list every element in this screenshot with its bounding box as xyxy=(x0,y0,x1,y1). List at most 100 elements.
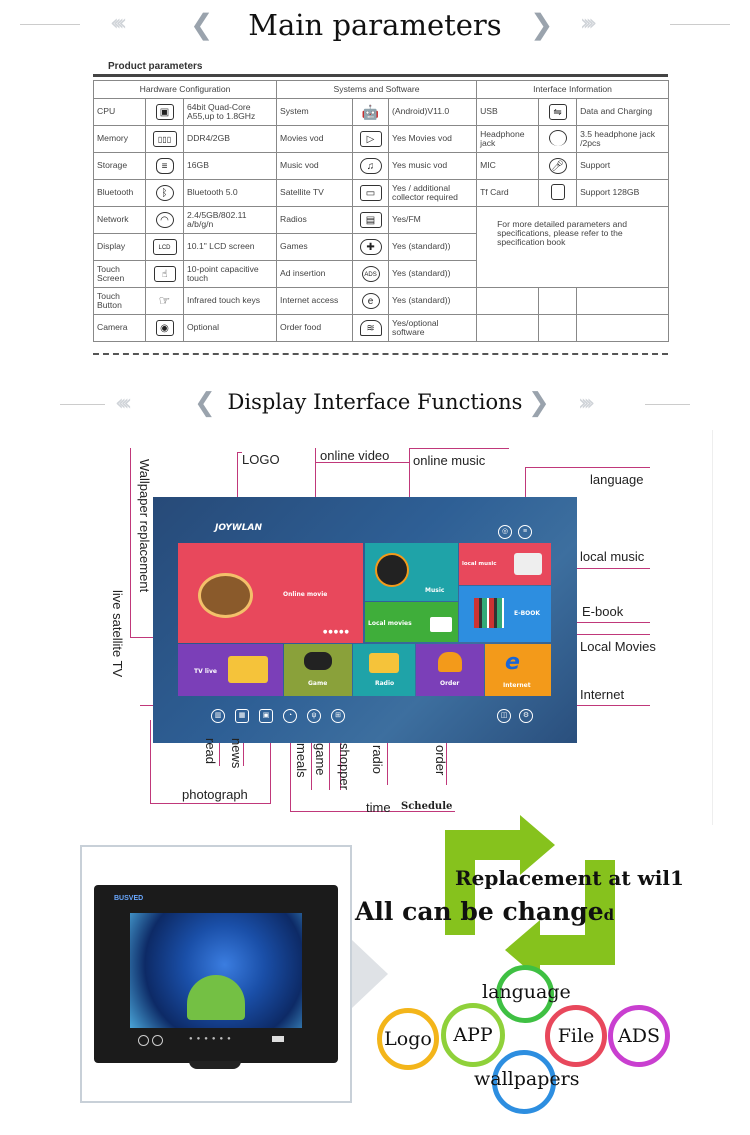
chevron2-right-decor: ›››› xyxy=(578,391,595,416)
callout-local-movies: Local Movies xyxy=(580,639,656,654)
ads-icon: ADS xyxy=(361,266,380,282)
callout-logo: LOGO xyxy=(242,452,280,467)
callout-line-online-video xyxy=(315,448,316,538)
main-parameters-title: Main parameters xyxy=(248,8,502,42)
power-button-icon[interactable] xyxy=(138,1035,149,1046)
tile-local-movies[interactable]: Local movies xyxy=(365,602,458,642)
callout-line-game xyxy=(329,720,330,790)
tile-tv-live[interactable]: TV live xyxy=(178,644,283,696)
table-row: Network ◠ 2.4/5GB/802.11 a/b/g/n Radios … xyxy=(93,206,670,261)
shopper-icon[interactable]: ⊞ xyxy=(331,709,345,723)
callout-live-tv: live satellite TV xyxy=(110,590,125,678)
callout-news: news xyxy=(229,738,244,769)
controller-icon xyxy=(304,652,332,670)
table-row: Camera ◉ Optional Order food ≋ Yes/optio… xyxy=(93,314,670,342)
callout-meals: meals xyxy=(294,743,309,778)
touch-keys-row[interactable]: ●●●●●● xyxy=(189,1036,235,1042)
callout-internet: Internet xyxy=(580,687,625,702)
chevron2-right-big-decor: ❯ xyxy=(528,388,550,418)
tv-set-icon xyxy=(228,656,268,683)
replace-arrows-icon xyxy=(445,815,615,980)
table-row: Storage ≡ 16GB Music vod ♫ Yes music vod… xyxy=(93,152,670,180)
callout-line-language-h xyxy=(525,467,650,468)
title-line-left xyxy=(20,24,80,25)
apps-icon[interactable]: ◫ xyxy=(497,709,511,723)
tile-order[interactable]: Order xyxy=(416,644,484,696)
callout-line-online-video-h xyxy=(315,462,410,463)
chevron-right-decor: ›››› xyxy=(580,11,597,36)
callout-line-shopper xyxy=(340,720,341,790)
storage-icon: ≡ xyxy=(155,158,174,174)
interface-screen: JOYWLAN ◎ ≡ Online movie ●●●●● Music Loc… xyxy=(153,497,577,743)
books-icon xyxy=(474,598,504,628)
callout-order: order xyxy=(433,745,448,776)
cpu-icon: ▣ xyxy=(155,104,174,120)
callout-online-music: online music xyxy=(413,453,486,468)
spec-note: For more detailed parameters and specifi… xyxy=(476,206,670,261)
circle-app: APP xyxy=(441,1003,505,1067)
internet-icon: e xyxy=(361,293,380,309)
film-reel-icon xyxy=(198,573,253,618)
callout-line-wallpaper xyxy=(130,448,131,638)
sd-card-icon xyxy=(550,183,565,200)
callout-line-internet xyxy=(540,705,650,706)
usb-port-icon xyxy=(272,1036,284,1042)
parameter-table: Hardware Configuration Systems and Softw… xyxy=(92,80,670,342)
android-mascot-icon xyxy=(187,975,245,1020)
tile-ebook[interactable]: E-BOOK xyxy=(459,586,551,642)
gallery-icon[interactable]: ◎ xyxy=(498,525,512,539)
headphone-icon xyxy=(548,129,567,146)
video-play-icon: ▷ xyxy=(359,131,382,147)
callout-line-read xyxy=(219,720,220,766)
food-icon: ≋ xyxy=(359,320,382,336)
dashed-divider xyxy=(93,353,668,355)
callout-read: read xyxy=(203,738,218,765)
bluetooth-icon: ᛒ xyxy=(155,185,174,201)
tile-radio[interactable]: Radio xyxy=(353,644,415,696)
brand-logo: JOYWLAN xyxy=(215,523,263,533)
tile-music[interactable]: Music xyxy=(365,543,458,601)
home-button-icon[interactable] xyxy=(152,1035,163,1046)
device-stand xyxy=(189,1061,241,1069)
time-schedule-icon[interactable]: ◔ xyxy=(283,709,297,723)
table-row: CPU ▣ 64bit Quad-Core A55,up to 1.8GHz S… xyxy=(93,98,670,126)
callout-line-photo-h xyxy=(150,803,270,804)
language-menu-icon[interactable]: ≡ xyxy=(518,525,532,539)
clapper-icon xyxy=(430,617,452,632)
chevron-right-big-decor: ❯ xyxy=(530,8,554,41)
photograph-icon[interactable]: ▣ xyxy=(259,709,273,723)
header-interface: Interface Information xyxy=(476,80,670,99)
device-panel: BUSVED ●●●●●● xyxy=(80,845,352,1103)
callout-game: game xyxy=(313,743,328,776)
meals-icon[interactable]: ψ xyxy=(307,709,321,723)
tile-online-movie[interactable]: Online movie ●●●●● xyxy=(178,543,363,643)
callout-ebook: E-book xyxy=(582,604,624,619)
callout-local-music: local music xyxy=(580,549,645,564)
callout-online-video: online video xyxy=(320,448,390,463)
language-label: language xyxy=(482,981,571,1003)
news-icon[interactable]: ▦ xyxy=(235,709,249,723)
header-software: Systems and Software xyxy=(276,80,478,99)
product-parameters-label: Product parameters xyxy=(108,61,203,72)
callout-line-meals xyxy=(311,720,312,790)
memory-icon: ▯▯▯ xyxy=(152,131,177,147)
wifi-icon: ◠ xyxy=(155,212,174,228)
title-line-right xyxy=(670,24,730,25)
carousel-dots[interactable]: ●●●●● xyxy=(323,629,350,635)
table-row: Bluetooth ᛒ Bluetooth 5.0 Satellite TV ▭… xyxy=(93,179,670,207)
settings-gear-icon[interactable]: ⚙ xyxy=(519,709,533,723)
callout-wallpaper: Wallpaper replacement xyxy=(137,459,152,593)
radio-set-icon xyxy=(369,653,399,673)
read-icon[interactable]: ▥ xyxy=(211,709,225,723)
tile-local-music[interactable]: local music xyxy=(459,543,551,585)
tablet-device: BUSVED ●●●●●● xyxy=(94,885,338,1069)
touch-screen-icon: ☝︎ xyxy=(153,266,176,282)
callout-line-online-music-h xyxy=(409,448,509,449)
header-hardware: Hardware Configuration xyxy=(92,80,278,99)
tile-internet[interactable]: e Internet xyxy=(485,644,551,696)
cloud-music-icon: ♫ xyxy=(359,158,382,174)
tile-game[interactable]: Game xyxy=(284,644,352,696)
mic-icon: 🎤︎ xyxy=(548,158,567,174)
table-top-rule xyxy=(93,74,668,77)
callout-line-news xyxy=(243,720,244,766)
